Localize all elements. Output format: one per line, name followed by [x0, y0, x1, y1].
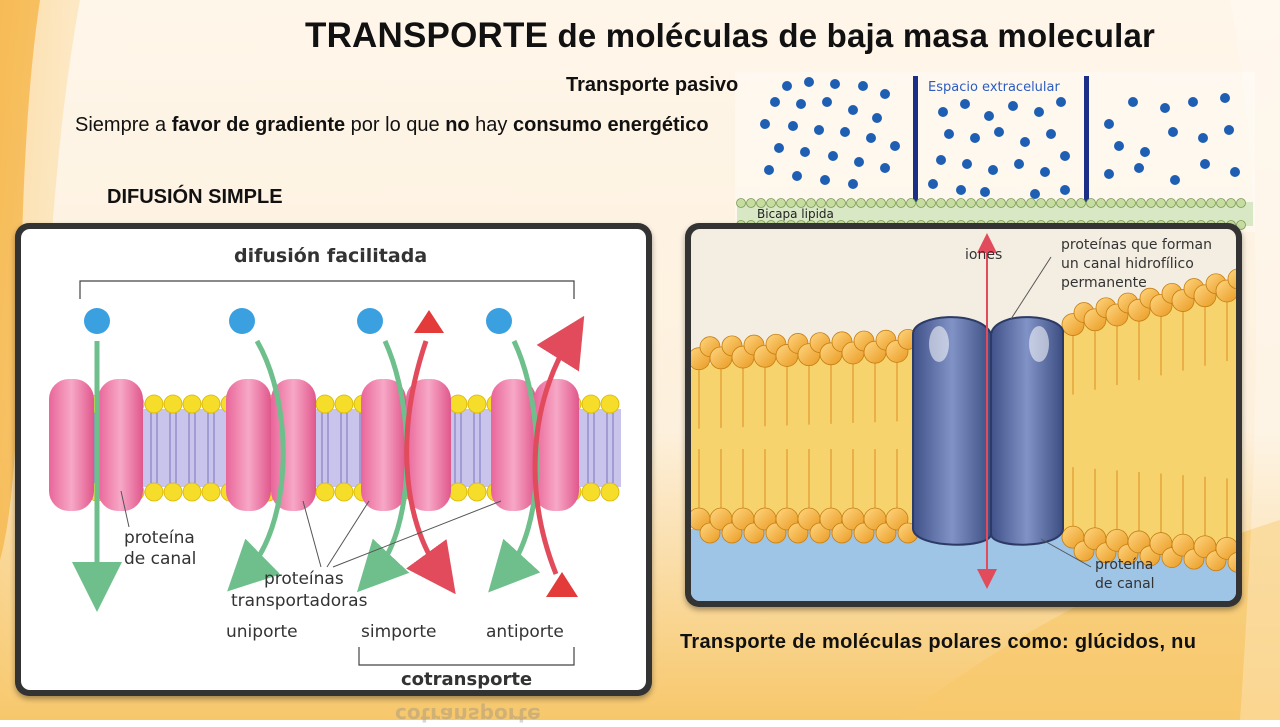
symport-arrow-red [404, 340, 456, 595]
symport-label: simporte [361, 622, 436, 642]
subtitle: Transporte pasivo [566, 74, 739, 96]
top-membrane-diagram: Espacio extracelular Bicapa lipida [735, 72, 1255, 232]
svg-text:proteínas: proteínas [264, 569, 344, 589]
svg-text:un canal hidrofílico: un canal hidrofílico [1061, 256, 1194, 272]
title-bold: TRANSPORTE [305, 16, 549, 55]
molecule-circle [357, 308, 383, 334]
symport-carrier-protein [361, 379, 451, 511]
caption: Transporte de moléculas polares como: gl… [680, 631, 1197, 653]
cotransport-reflection: cotransporte [395, 703, 541, 727]
facilitated-diffusion-diagram: difusión facilitada [21, 229, 646, 690]
svg-text:proteína: proteína [124, 528, 195, 548]
uniport-arrow [227, 339, 286, 592]
molecule-circle [84, 308, 110, 334]
extracellular-space-label: Espacio extracelular [928, 80, 1060, 95]
title-rest: de moléculas de baja masa molecular [548, 17, 1156, 54]
channel-protein-diagram: iones proteínas que forman un canal hidr… [691, 229, 1236, 601]
bilayer-label: Bicapa lipida [757, 207, 834, 221]
svg-text:de canal: de canal [124, 549, 196, 569]
cotransport-label: cotransporte [401, 669, 532, 690]
molecule-circle [486, 308, 512, 334]
channel-protein-label-1: proteína [1095, 557, 1153, 573]
description: Siempre a favor de gradiente por lo que … [75, 114, 709, 136]
section-heading: DIFUSIÓN SIMPLE [107, 186, 283, 208]
channel-protein [49, 379, 143, 511]
channel-protein-shape [912, 316, 1064, 546]
left-diagram-panel: difusión facilitada [15, 223, 652, 696]
uniport-label: uniporte [226, 622, 298, 642]
solute-molecules [760, 77, 1240, 199]
ions-label: iones [965, 247, 1002, 263]
antiport-arrow-red [532, 315, 585, 575]
antiport-label: antiporte [486, 622, 564, 642]
svg-text:permanente: permanente [1061, 275, 1147, 291]
svg-text:proteínas que forman: proteínas que forman [1061, 237, 1212, 253]
antiport-carrier-protein [491, 379, 579, 511]
facilitated-diffusion-title: difusión facilitada [234, 245, 427, 267]
molecule-circle [229, 308, 255, 334]
slide-title: TRANSPORTE de moléculas de baja masa mol… [305, 16, 1155, 56]
svg-text:transportadoras: transportadoras [231, 591, 368, 611]
right-diagram-panel: iones proteínas que forman un canal hidr… [685, 223, 1242, 607]
molecule-triangle [546, 572, 578, 597]
channel-protein-label-2: de canal [1095, 576, 1155, 592]
molecule-triangle [414, 310, 444, 333]
